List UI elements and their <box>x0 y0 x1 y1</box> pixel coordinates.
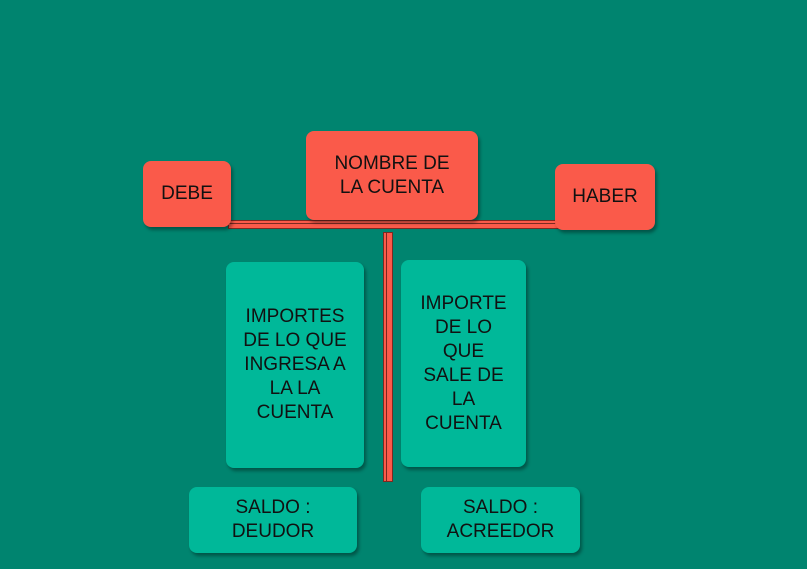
account-name-label: NOMBRE DE LA CUENTA <box>334 152 450 198</box>
importes-ingresa-label: IMPORTES DE LO QUE INGRESA A LA LA CUENT… <box>243 306 347 423</box>
saldo-deudor-box: SALDO : DEUDOR <box>189 487 357 553</box>
debe-label: DEBE <box>161 183 213 204</box>
haber-label: HABER <box>572 186 638 207</box>
haber-box: HABER <box>555 164 655 230</box>
account-name-box: NOMBRE DE LA CUENTA <box>306 131 478 220</box>
saldo-acreedor-box: SALDO : ACREEDOR <box>421 487 580 553</box>
t-account-vertical-bar <box>383 232 393 482</box>
t-account-horizontal-bar <box>228 220 560 229</box>
importe-sale-label: IMPORTE DE LO QUE SALE DE LA CUENTA <box>420 292 507 434</box>
saldo-acreedor-label: SALDO : ACREEDOR <box>446 497 555 542</box>
importe-sale-box: IMPORTE DE LO QUE SALE DE LA CUENTA <box>401 260 526 467</box>
debe-box: DEBE <box>143 161 231 227</box>
importes-ingresa-box: IMPORTES DE LO QUE INGRESA A LA LA CUENT… <box>226 262 364 468</box>
saldo-deudor-label: SALDO : DEUDOR <box>231 497 315 542</box>
